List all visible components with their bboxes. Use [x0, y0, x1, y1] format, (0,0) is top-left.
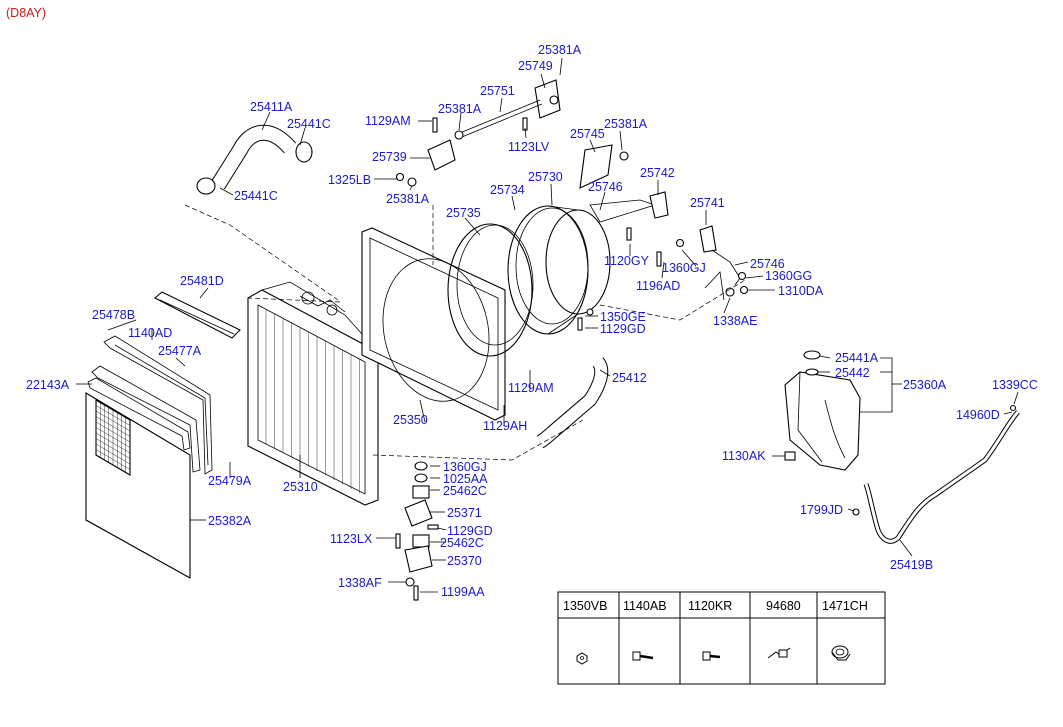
callout-25478b: 25478B	[92, 308, 135, 322]
callout-1799jd: 1799JD	[800, 503, 843, 517]
callout-25746-top: 25746	[588, 180, 623, 194]
upper-brackets-drawing	[395, 79, 669, 223]
callout-25441c-bottom: 25441C	[234, 189, 278, 203]
callout-25419b: 25419B	[890, 558, 933, 572]
callout-1339cc: 1339CC	[992, 378, 1038, 392]
callout-25412: 25412	[612, 371, 647, 385]
callout-25734: 25734	[490, 183, 525, 197]
callout-25370: 25370	[447, 554, 482, 568]
callout-1129ah: 1129AH	[483, 419, 527, 433]
callout-1360gg: 1360GG	[765, 269, 812, 283]
fan-ring-drawing	[447, 205, 611, 357]
callout-25742: 25742	[640, 166, 675, 180]
callout-25382a: 25382A	[208, 514, 252, 528]
callout-1129gd-top: 1129GD	[600, 322, 646, 336]
callout-25381a-mid: 25381A	[438, 102, 482, 116]
bracket-25481d-drawing	[154, 291, 241, 339]
table-code-94680: 94680	[766, 599, 801, 613]
header-code: (D8AY)	[6, 6, 46, 20]
sensor-icon	[767, 647, 791, 659]
callout-25746-right: 25746	[750, 257, 785, 271]
radiator-drawing	[247, 281, 379, 506]
callout-25310: 25310	[283, 480, 318, 494]
overflow-hose-drawing	[852, 404, 1020, 544]
callout-25481d: 25481D	[180, 274, 224, 288]
table-code-1350vb: 1350VB	[563, 599, 607, 613]
seal-strips-drawing	[87, 335, 213, 475]
callout-25745: 25745	[570, 127, 605, 141]
callout-25739: 25739	[372, 150, 407, 164]
mount-parts-drawing	[395, 461, 439, 601]
callout-25741: 25741	[690, 196, 725, 210]
callout-1129gd-bottom: 1129GD	[447, 524, 493, 538]
callout-1123lx: 1123LX	[330, 532, 373, 546]
callout-14960d: 14960D	[956, 408, 1000, 422]
callout-1025aa: 1025AA	[443, 472, 488, 486]
callout-1360gj-top: 1360GJ	[662, 261, 706, 275]
callout-1338ae: 1338AE	[713, 314, 757, 328]
callout-1360gj-bottom: 1360GJ	[443, 460, 487, 474]
callout-1325lb: 1325LB	[328, 173, 371, 187]
bolt-icon	[632, 651, 654, 661]
callout-1130ak: 1130AK	[722, 449, 766, 463]
callout-1120gy: 1120GY	[604, 254, 650, 268]
callout-25462c-top: 25462C	[443, 484, 487, 498]
table-code-1140ab: 1140AB	[623, 599, 667, 613]
callout-1129am-top: 1129AM	[365, 114, 411, 128]
callout-25360a: 25360A	[903, 378, 947, 392]
callout-25441a: 25441A	[835, 351, 879, 365]
callout-1199aa: 1199AA	[441, 585, 485, 599]
callout-1123lv: 1123LV	[508, 140, 550, 154]
callout-1310da: 1310DA	[778, 284, 824, 298]
upper-hose-drawing	[196, 124, 313, 195]
callout-25442: 25442	[835, 366, 870, 380]
callout-25350: 25350	[393, 413, 428, 427]
callout-25749: 25749	[518, 59, 553, 73]
hose-clamp-icon	[831, 645, 851, 661]
callout-22143a: 22143A	[26, 378, 70, 392]
callout-25381a-top: 25381A	[538, 43, 582, 57]
callout-25751: 25751	[480, 84, 515, 98]
callout-1129am-bottom: 1129AM	[508, 381, 554, 395]
callout-25735: 25735	[446, 206, 481, 220]
condenser-screen-drawing	[85, 392, 191, 579]
table-code-1471ch: 1471CH	[822, 599, 868, 613]
shroud-drawing	[361, 227, 506, 421]
parts-table: 1350VB 1140AB 1120KR 94680 1471CH	[557, 591, 886, 685]
table-code-1120kr: 1120KR	[688, 599, 732, 613]
side-brackets-drawing	[577, 225, 749, 331]
callout-25381a-right: 25381A	[604, 117, 648, 131]
callout-1350ge: 1350GE	[600, 310, 646, 324]
callout-25477a: 25477A	[158, 344, 202, 358]
callout-25371: 25371	[447, 506, 482, 520]
callout-25381a-left: 25381A	[386, 192, 430, 206]
callout-25411a: 25411A	[250, 100, 293, 114]
nut-icon	[576, 652, 588, 665]
lower-hose-drawing	[536, 357, 609, 449]
callout-25479a: 25479A	[208, 474, 252, 488]
callout-25441c-top: 25441C	[287, 117, 331, 131]
leader-lines	[76, 57, 1019, 593]
reservoir-tank-drawing	[784, 350, 861, 471]
callout-1140ad: 1140AD	[128, 326, 172, 340]
bolt-flange-icon	[702, 651, 721, 661]
callout-1196ad: 1196AD	[636, 279, 680, 293]
callout-labels: 25381A 25749 25751 25411A 25441C 1129AM …	[26, 43, 1038, 599]
callout-25730: 25730	[528, 170, 563, 184]
callout-1338af: 1338AF	[338, 576, 382, 590]
callout-25462c-bottom: 25462C	[440, 536, 484, 550]
